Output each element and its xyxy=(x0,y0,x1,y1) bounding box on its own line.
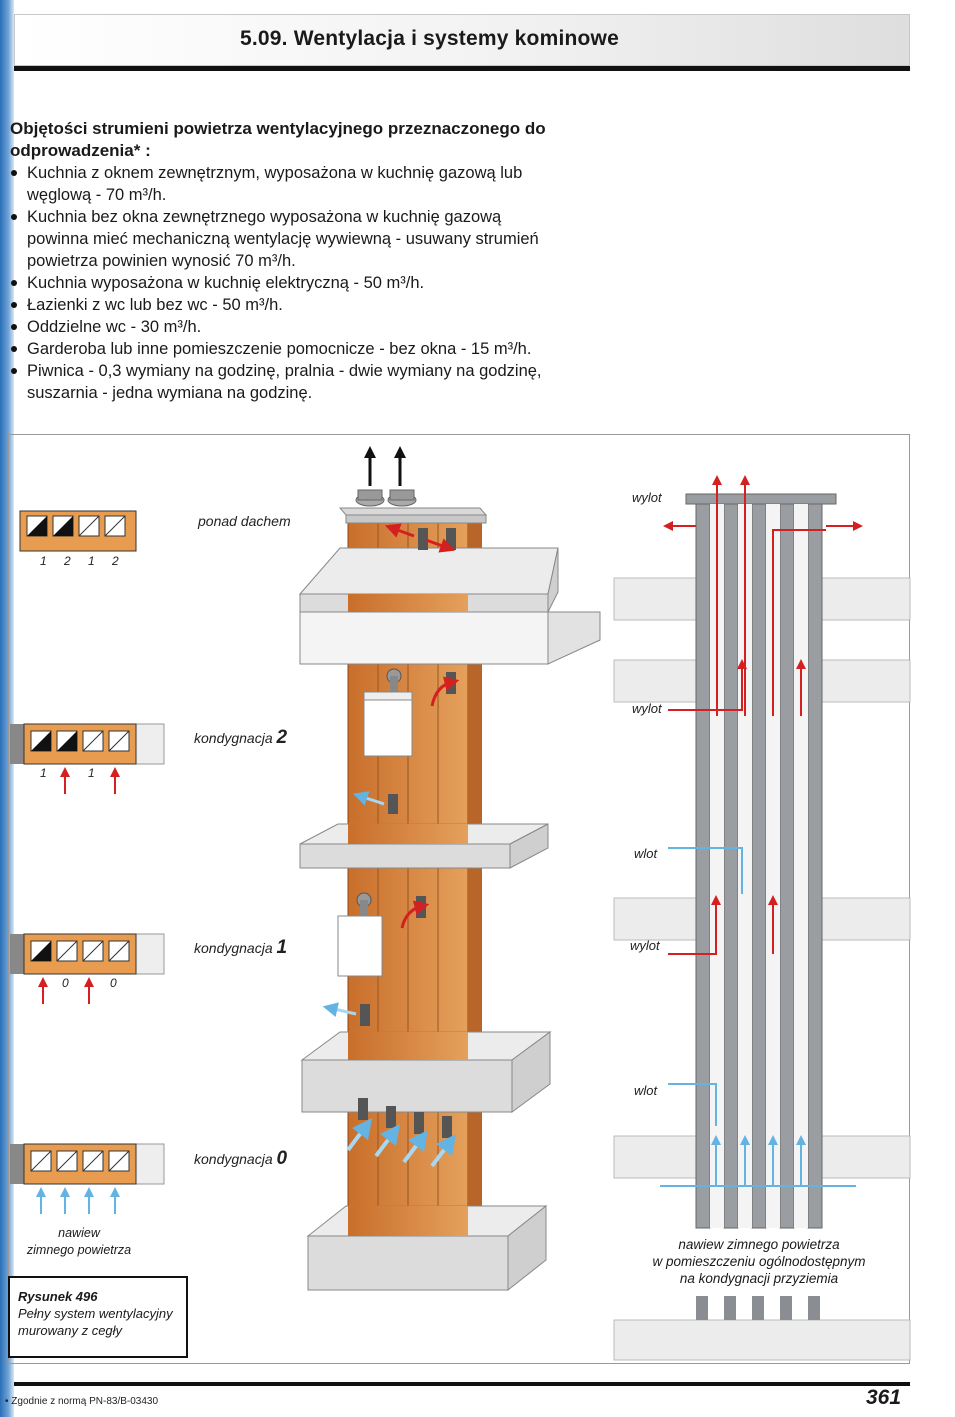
label-floor-1: kondygnacja 1 xyxy=(194,937,288,958)
label-wylot: wylot xyxy=(630,938,660,953)
label-wylot: wylot xyxy=(632,490,662,505)
chimney-3d xyxy=(298,446,601,1292)
page-number: 361 xyxy=(866,1386,902,1409)
duct-section-view xyxy=(613,475,911,1361)
list-item: Oddzielne wc - 30 m³/h. xyxy=(10,316,595,338)
section-f2-digit: 1 xyxy=(40,766,47,780)
footer-rule xyxy=(14,1382,910,1386)
list-item: Kuchnia bez okna zewnętrznego wyposażona… xyxy=(10,206,595,272)
section-roof-digit: 1 xyxy=(40,554,47,568)
section-f1-digit: 0 xyxy=(110,976,117,990)
header-rule xyxy=(14,66,910,71)
list-item: Kuchnia wyposażona w kuchnię elektryczną… xyxy=(10,272,595,294)
section-f1-digit: 0 xyxy=(62,976,69,990)
intro-heading: Objętości strumieni powietrza wentylacyj… xyxy=(10,119,546,160)
label-roof: ponad dachem xyxy=(198,513,291,529)
section-floor-2 xyxy=(10,723,165,765)
label-floor-2: kondygnacja 2 xyxy=(194,727,288,748)
intro-section: Objętości strumieni powietrza wentylacyj… xyxy=(10,118,595,404)
airflow-list: Kuchnia z oknem zewnętrznym, wyposażona … xyxy=(10,162,595,404)
footnote: • Zgodnie z normą PN-83/B-03430 xyxy=(5,1396,159,1407)
section-roof-digit: 1 xyxy=(88,554,95,568)
label-wylot: wylot xyxy=(632,701,662,716)
label-wlot: wlot xyxy=(634,1083,658,1098)
figure-caption: Rysunek 496 Pełny system wentylacyjny mu… xyxy=(8,1276,188,1358)
list-item: Kuchnia z oknem zewnętrznym, wyposażona … xyxy=(10,162,595,206)
section-f2-digit: 1 xyxy=(88,766,95,780)
list-item: Garderoba lub inne pomieszczenie pomocni… xyxy=(10,338,595,360)
chapter-header-bar xyxy=(14,14,910,66)
section-arrows xyxy=(36,767,120,1214)
page-spine-gradient xyxy=(0,0,14,1417)
section-floor-1 xyxy=(10,933,165,975)
list-item: Łazienki z wc lub bez wc - 50 m³/h. xyxy=(10,294,595,316)
label-floor-0: kondygnacja 0 xyxy=(194,1148,288,1169)
section-roof-digit: 2 xyxy=(64,554,71,568)
right-nawiew-label: nawiew zimnego powietrza w pomieszczeniu… xyxy=(652,1237,866,1286)
section-floor-0 xyxy=(10,1143,165,1185)
section-roof xyxy=(19,510,137,552)
label-wlot: wlot xyxy=(634,846,658,861)
list-item: Piwnica - 0,3 wymiany na godzinę, pralni… xyxy=(10,360,595,404)
chapter-title: 5.09. Wentylacja i systemy kominowe xyxy=(240,27,619,50)
left-nawiew-label: nawiew zimnego powietrza xyxy=(26,1226,132,1257)
section-roof-digit: 2 xyxy=(112,554,119,568)
